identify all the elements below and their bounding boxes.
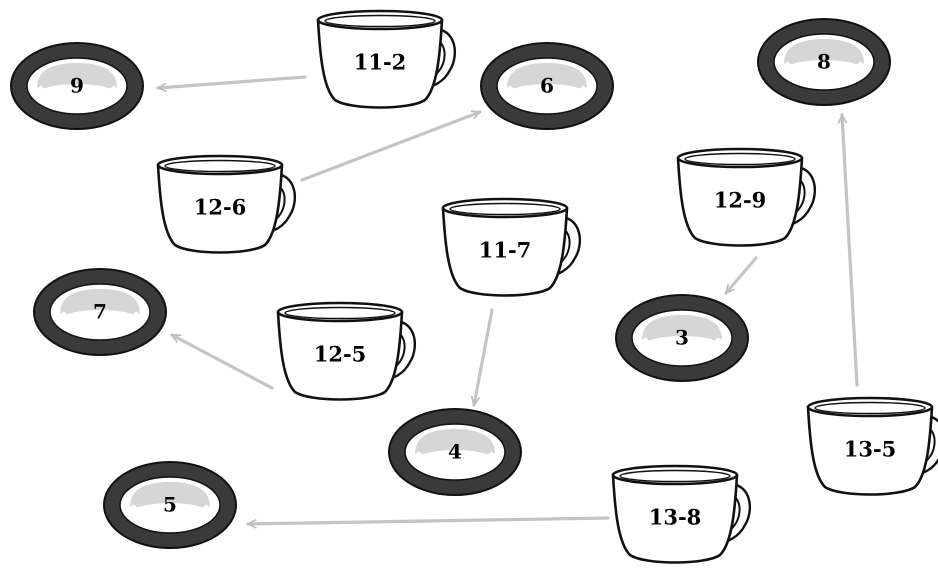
cup-label: 11-2 [354,50,407,75]
arrow-layer [156,75,859,529]
cup-12-5: 12-5 [276,301,417,401]
cup-label: 12-9 [714,188,767,213]
cup-label: 12-5 [314,342,367,367]
arrow-c1-to-s1 [156,75,307,93]
cup-13-8: 13-8 [611,464,752,564]
cup-label: 13-8 [649,505,702,530]
saucer-layer: 9 6 8 7 3 4 5 [10,18,891,549]
cup-label: 11-7 [479,238,532,263]
saucer-label: 5 [163,493,177,517]
saucer-label: 6 [540,74,554,98]
arrow-c2-to-s2 [300,110,482,182]
saucer-label: 3 [675,326,689,350]
saucer-6: 6 [480,42,614,130]
arrow-c7-to-s7 [246,516,610,529]
cup-label: 13-5 [844,437,897,462]
saucer-label: 8 [817,50,831,74]
cup-13-5: 13-5 [806,396,938,496]
cup-12-9: 12-9 [676,147,817,247]
saucer-3: 3 [615,294,749,382]
saucer-8: 8 [757,18,891,106]
cup-11-2: 11-2 [316,9,457,109]
saucer-9: 9 [10,42,144,130]
saucer-4: 4 [388,408,522,496]
cup-12-6: 12-6 [156,154,297,254]
saucer-label: 4 [448,440,462,464]
arrow-c3-to-s6 [470,308,494,407]
saucer-label: 7 [93,300,107,324]
arrow-c5-to-s4 [170,333,274,390]
cup-layer: 11-2 12-6 11-7 12-9 12-5 13-5 13-8 [156,9,938,564]
arrow-c6-to-s3 [837,113,859,387]
saucer-5: 5 [103,461,237,549]
saucer-label: 9 [70,74,84,98]
cup-label: 12-6 [194,195,247,220]
saucer-7: 7 [33,268,167,356]
arrow-c4-to-s5 [724,256,758,295]
cup-11-7: 11-7 [441,197,582,297]
